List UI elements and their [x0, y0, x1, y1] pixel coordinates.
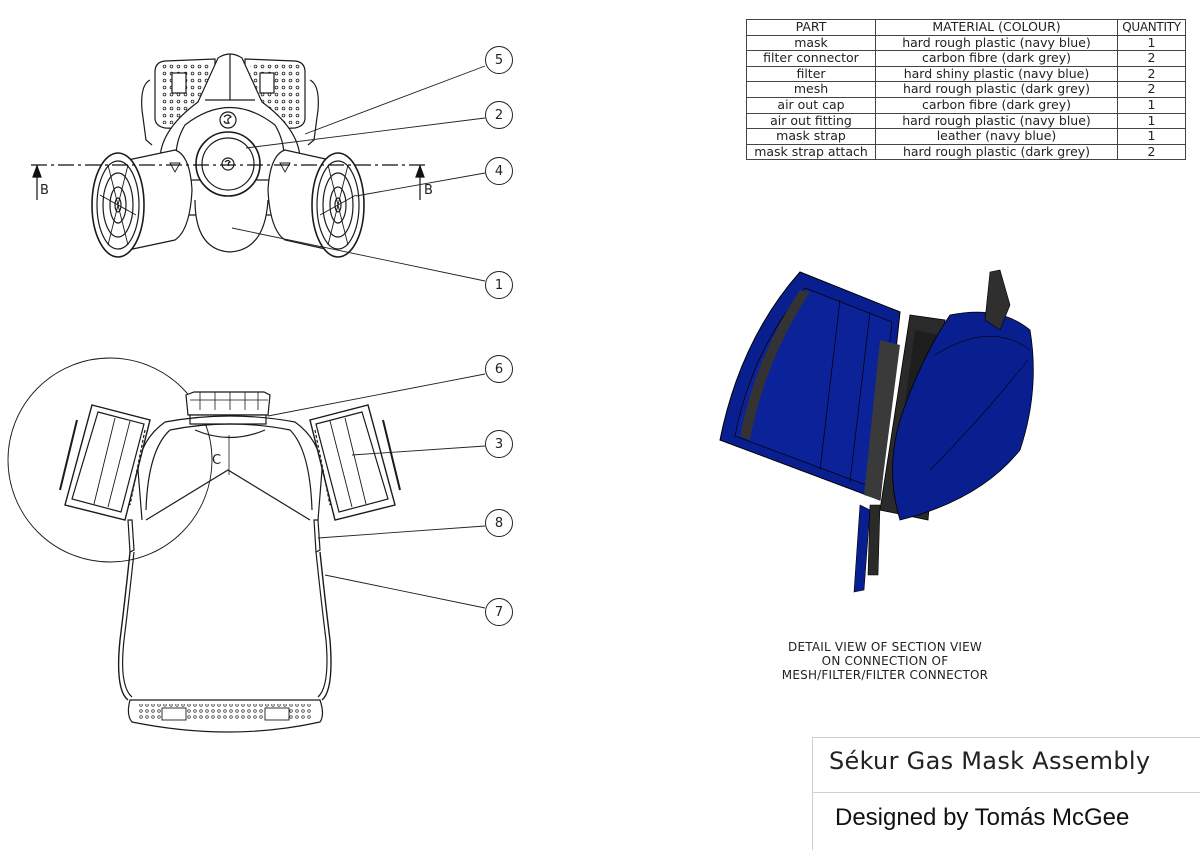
- section-line-b-b: [31, 164, 427, 200]
- cell-part: filter: [746, 65, 876, 83]
- balloon-1: 1: [485, 271, 513, 299]
- cell-material: hard rough plastic (navy blue): [875, 34, 1118, 52]
- section-label-left: B: [40, 183, 49, 198]
- cell-quantity: 1: [1117, 112, 1186, 130]
- cell-material: carbon fibre (dark grey): [875, 96, 1118, 114]
- balloon-8: 8: [485, 509, 513, 537]
- cell-quantity: 2: [1117, 143, 1186, 161]
- cell-quantity: 1: [1117, 128, 1186, 145]
- balloon-5: 5: [485, 46, 513, 74]
- front-view: [91, 53, 365, 258]
- cell-part: mask strap: [746, 128, 876, 145]
- designer-credit: Designed by Tomás McGee: [835, 804, 1130, 831]
- balloon-7: 7: [485, 598, 513, 626]
- table-header-row: PART MATERIAL (COLOUR) QUANTITY: [746, 19, 1186, 36]
- balloon-6: 6: [485, 355, 513, 383]
- cell-quantity: 2: [1117, 65, 1186, 83]
- cell-quantity: 1: [1117, 34, 1186, 52]
- drawing-title: Sékur Gas Mask Assembly: [829, 747, 1151, 775]
- cell-part: mesh: [746, 81, 876, 98]
- cell-part: mask strap attach: [746, 143, 876, 161]
- cell-quantity: 2: [1117, 50, 1186, 67]
- balloon-3: 3: [485, 430, 513, 458]
- header-part: PART: [746, 19, 876, 36]
- cell-part: air out fitting: [746, 112, 876, 130]
- detail-view-caption: DETAIL VIEW OF SECTION VIEW ON CONNECTIO…: [760, 640, 1010, 682]
- section-label-right: B: [424, 183, 433, 198]
- detail-view-render: [719, 269, 1034, 593]
- cell-part: filter connector: [746, 50, 876, 67]
- cell-material: hard shiny plastic (navy blue): [875, 65, 1118, 83]
- cell-material: hard rough plastic (dark grey): [875, 143, 1118, 161]
- cell-quantity: 1: [1117, 96, 1186, 114]
- balloon-2: 2: [485, 101, 513, 129]
- cell-material: hard rough plastic (dark grey): [875, 81, 1118, 98]
- caption-line-3: MESH/FILTER/FILTER CONNECTOR: [781, 668, 989, 682]
- cell-material: leather (navy blue): [875, 128, 1118, 145]
- leader-lines-front: [231, 65, 486, 282]
- cell-material: hard rough plastic (navy blue): [875, 112, 1118, 130]
- section-view: [7, 357, 401, 733]
- title-block: Sékur Gas Mask Assembly Designed by Tomá…: [812, 737, 1200, 850]
- leader-lines-section: [267, 373, 486, 609]
- header-material: MATERIAL (COLOUR): [875, 19, 1118, 36]
- caption-line-1: DETAIL VIEW OF SECTION VIEW: [788, 640, 982, 654]
- detail-circle-label: C: [212, 453, 222, 468]
- cell-quantity: 2: [1117, 81, 1186, 98]
- cell-material: carbon fibre (dark grey): [875, 50, 1118, 67]
- cell-part: air out cap: [746, 96, 876, 114]
- cell-part: mask: [746, 34, 876, 52]
- balloon-4: 4: [485, 157, 513, 185]
- caption-line-2: ON CONNECTION OF: [821, 654, 949, 668]
- header-quantity: QUANTITY: [1117, 19, 1186, 36]
- title-row: Sékur Gas Mask Assembly: [813, 738, 1200, 793]
